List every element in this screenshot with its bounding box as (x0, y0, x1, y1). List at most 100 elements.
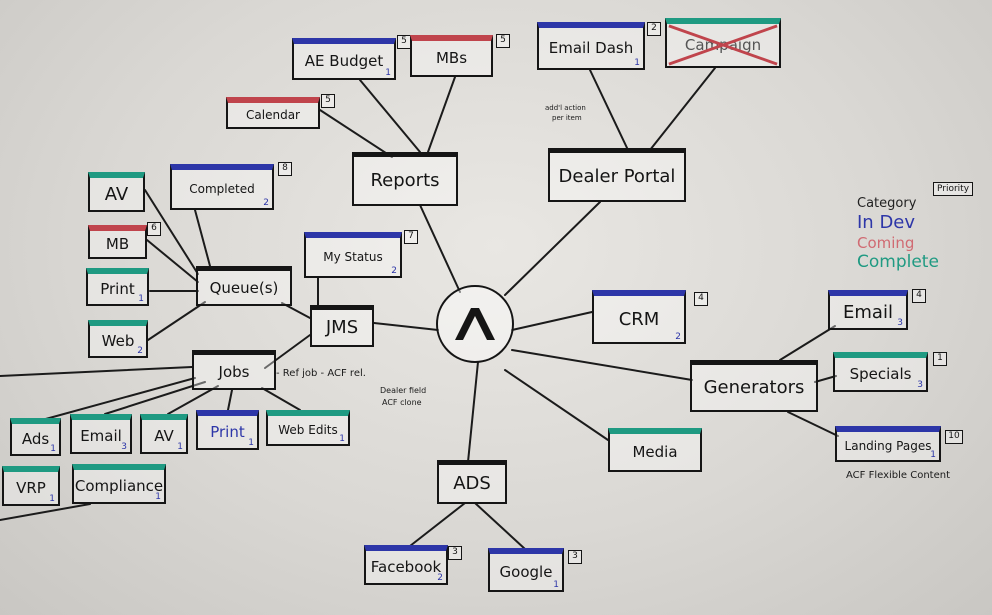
node-campaign[interactable]: Campaign (665, 18, 781, 68)
email-dash-note: add'l action (545, 104, 586, 112)
node-subcount: 1 (50, 444, 56, 454)
node-label: Web Edits (278, 423, 338, 437)
node-subcount: 1 (248, 438, 254, 448)
node-job-vrp[interactable]: VRP 1 (2, 466, 60, 506)
link-gen-landing (787, 411, 839, 437)
priority-badge: 3 (568, 550, 582, 564)
node-queue-mb[interactable]: MB (88, 225, 147, 259)
link-hub-generators (511, 349, 693, 381)
node-queues[interactable]: Queue(s) (196, 266, 292, 306)
legend-coming: Coming (857, 234, 915, 252)
node-queue-web[interactable]: Web 2 (88, 320, 148, 358)
link-jobs-print (227, 389, 233, 411)
node-ads[interactable]: ADS (437, 460, 507, 504)
node-label: Media (632, 443, 678, 461)
legend-in-dev: In Dev (857, 212, 916, 233)
node-specials[interactable]: Specials 3 (833, 352, 928, 392)
link-jobs-email (104, 381, 206, 415)
link-jobs-edge (0, 366, 193, 377)
node-media[interactable]: Media (608, 428, 702, 472)
node-mbs[interactable]: MBs (410, 35, 493, 77)
node-my-status[interactable]: My Status 2 (304, 232, 402, 278)
node-label: Web (101, 332, 135, 350)
node-label: AV (104, 183, 129, 205)
link-dp-emaildash (589, 69, 629, 151)
node-queue-print[interactable]: Print 1 (86, 268, 149, 306)
node-landing-pages[interactable]: Landing Pages 1 (835, 426, 941, 462)
node-job-av[interactable]: AV 1 (140, 414, 188, 454)
node-label: Reports (370, 170, 440, 191)
link-jobs-ads (41, 377, 196, 421)
priority-badge: 10 (945, 430, 963, 444)
node-job-email[interactable]: Email 3 (70, 414, 132, 454)
node-jms[interactable]: JMS (310, 305, 374, 347)
jobs-note: - Ref job - ACF rel. (276, 368, 366, 379)
node-subcount: 1 (49, 494, 55, 504)
link-reports-aebudget (359, 79, 421, 153)
link-jobs-vrp (0, 503, 91, 521)
legend: Priority Category In Dev Coming Complete (855, 182, 980, 282)
node-subcount: 1 (930, 450, 936, 460)
node-label: Calendar (246, 108, 300, 122)
node-queue-av[interactable]: AV (88, 172, 145, 212)
link-queues-av (144, 189, 199, 275)
priority-badge: 4 (912, 289, 926, 303)
node-subcount: 1 (339, 434, 345, 444)
priority-badge: 3 (448, 546, 462, 560)
node-label: Email (80, 427, 122, 445)
node-job-compliance[interactable]: Compliance 1 (72, 464, 166, 504)
link-gen-specials (814, 375, 837, 383)
link-queues-completed (194, 209, 211, 267)
priority-badge: 5 (397, 35, 411, 49)
priority-badge: 8 (278, 162, 292, 176)
link-reports-calendar (319, 109, 393, 158)
node-gen-email[interactable]: Email 3 (828, 290, 908, 330)
node-job-web-edits[interactable]: Web Edits 1 (266, 410, 350, 446)
strikethrough-cross-icon (668, 24, 778, 66)
node-label: My Status (323, 250, 383, 264)
node-label: Print (100, 280, 135, 298)
node-dealer-portal[interactable]: Dealer Portal (548, 148, 686, 202)
node-jobs[interactable]: Jobs (192, 350, 276, 390)
node-subcount: 3 (917, 380, 923, 390)
node-email-dash[interactable]: Email Dash 1 (537, 22, 645, 70)
link-hub-media (504, 369, 609, 441)
priority-badge: 2 (647, 22, 661, 36)
link-dp-campaign (649, 67, 716, 151)
link-queues-web (147, 301, 206, 341)
node-label: Facebook (370, 558, 442, 576)
node-google[interactable]: Google 1 (488, 548, 564, 592)
node-generators[interactable]: Generators (690, 360, 818, 412)
priority-badge: 6 (147, 222, 161, 236)
node-label: Dealer Portal (558, 166, 676, 187)
node-subcount: 1 (553, 580, 559, 590)
link-jms-jobs (264, 334, 311, 369)
node-label: Specials (849, 365, 912, 383)
link-queues-mb (146, 239, 199, 283)
node-label: Email (843, 301, 893, 323)
node-subcount: 1 (155, 492, 161, 502)
node-crm[interactable]: CRM 2 (592, 290, 686, 344)
legend-category: Category (857, 196, 917, 211)
link-reports-mbs (427, 76, 456, 153)
node-ae-budget[interactable]: AE Budget 1 (292, 38, 396, 80)
node-subcount: 2 (391, 266, 397, 276)
node-subcount: 2 (437, 573, 443, 583)
priority-badge: 4 (694, 292, 708, 306)
node-label: Ads (21, 430, 50, 448)
priority-badge: 7 (404, 230, 418, 244)
node-subcount: 3 (121, 442, 127, 452)
link-hub-reports (419, 204, 461, 293)
hub-circle[interactable] (436, 285, 514, 363)
link-jobs-webedits (261, 387, 301, 411)
node-label: Compliance (74, 477, 164, 495)
node-job-ads[interactable]: Ads 1 (10, 418, 61, 456)
node-calendar[interactable]: Calendar (226, 97, 320, 129)
node-reports[interactable]: Reports (352, 152, 458, 206)
link-hub-crm (511, 311, 593, 331)
node-facebook[interactable]: Facebook 2 (364, 545, 448, 585)
node-completed[interactable]: Completed 2 (170, 164, 274, 210)
hub-note: Dealer field (380, 386, 427, 395)
node-job-print[interactable]: Print 1 (196, 410, 259, 450)
